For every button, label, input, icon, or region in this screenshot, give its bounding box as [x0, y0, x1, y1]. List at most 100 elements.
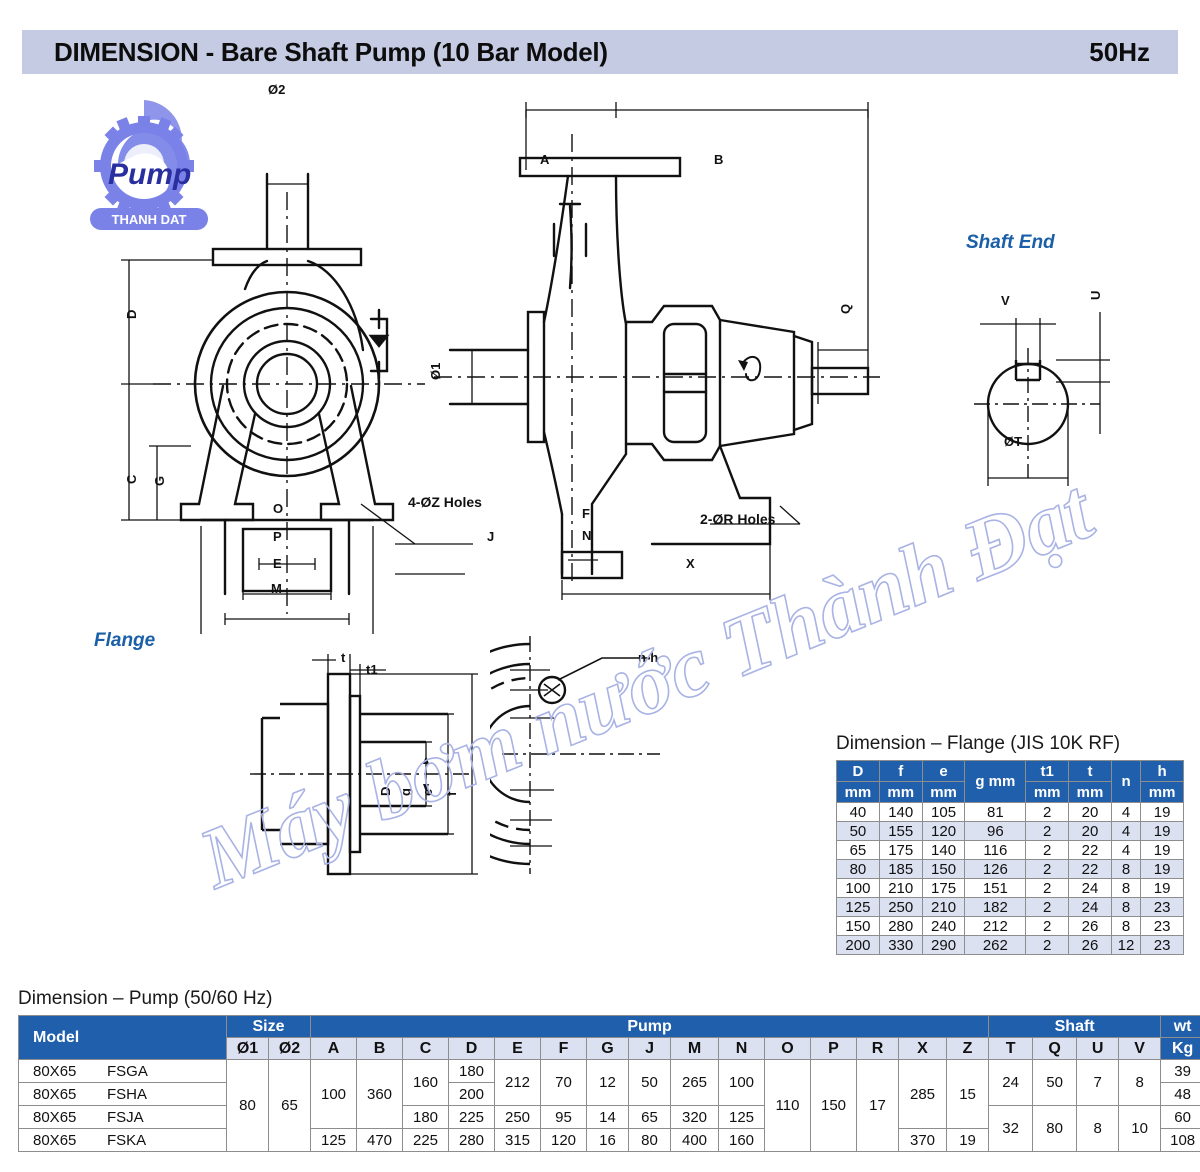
flange-cell-t: 26 — [1068, 935, 1112, 955]
cell-D-r2: 200 — [448, 1082, 496, 1106]
label-flange-f: f — [444, 791, 459, 796]
cell-d2: 65 — [267, 1059, 312, 1152]
flange-cell-D: 50 — [836, 821, 880, 841]
pump-model-size-3: 80X65 — [33, 1108, 77, 1126]
pump-dimension-block: Dimension – Pump (50/60 Hz) Model Size P… — [18, 988, 1200, 1152]
flange-cell-h: 19 — [1140, 859, 1184, 879]
cell-U-r12: 7 — [1076, 1059, 1120, 1106]
flange-cell-g-mm: 96 — [964, 821, 1027, 841]
flange-header-row-name: D f e g mm t1 t n h — [836, 760, 1184, 803]
label-E: E — [273, 556, 282, 571]
cell-D-r3: 225 — [448, 1105, 496, 1129]
label-Q: Q — [838, 303, 853, 314]
label-U: U — [1088, 290, 1103, 300]
logo-graphic: THANH DAT Pump — [90, 100, 208, 230]
cell-E-r12: 212 — [494, 1059, 542, 1106]
pump-group-header-row: Model Size Pump Shaft wt — [18, 1015, 1200, 1060]
flange-title: Flange — [94, 630, 156, 651]
label-D: D — [124, 309, 139, 319]
flange-cell-e: 150 — [921, 859, 966, 879]
flange-cell-e: 140 — [921, 840, 966, 860]
pump-model-code-1: FSGA — [107, 1062, 148, 1080]
cell-D-r4: 280 — [448, 1128, 496, 1152]
label-C: C — [124, 474, 139, 484]
flange-cell-g-mm: 212 — [964, 916, 1027, 936]
flange-cell-t: 26 — [1068, 916, 1112, 936]
pump-col-A: A — [310, 1037, 358, 1060]
cell-R: 17 — [856, 1059, 900, 1152]
cell-J-r3: 65 — [628, 1105, 672, 1129]
flange-cell-h: 19 — [1140, 840, 1184, 860]
flange-cell-t: 22 — [1068, 859, 1112, 879]
flange-cell-h: 19 — [1140, 821, 1184, 841]
cell-U-r34: 8 — [1076, 1105, 1120, 1152]
flange-col-n: n — [1110, 760, 1142, 803]
pump-group-wt: wt — [1160, 1015, 1200, 1038]
flange-cell-h: 23 — [1140, 897, 1184, 917]
flange-section-drawing — [250, 654, 478, 876]
flange-cell-f: 280 — [878, 916, 923, 936]
flange-cell-D: 40 — [836, 802, 880, 822]
flange-cell-f: 175 — [878, 840, 923, 860]
pump-col-N: N — [718, 1037, 766, 1060]
pump-group-size: Size — [225, 1015, 312, 1038]
flange-cell-t1: 2 — [1025, 840, 1070, 860]
label-phiT: ØT — [1004, 434, 1023, 449]
label-F: F — [582, 506, 590, 521]
cell-E-r3: 250 — [494, 1105, 542, 1129]
cell-A-r4: 125 — [310, 1128, 358, 1152]
pump-model-size-4: 80X65 — [33, 1131, 77, 1149]
cell-X-r4: 370 — [898, 1128, 948, 1152]
flange-cell-t1: 2 — [1025, 821, 1070, 841]
label-phi1: Ø1 — [428, 362, 443, 380]
cell-D-r1: 180 — [448, 1059, 496, 1083]
label-J: J — [487, 529, 495, 544]
cell-wt-r1: 39 — [1160, 1059, 1200, 1083]
pump-group-shaft: Shaft — [988, 1015, 1162, 1038]
front-view-drawing — [121, 172, 473, 634]
pump-model-code-2: FSHA — [107, 1085, 148, 1103]
flange-cell-n: 8 — [1110, 878, 1142, 898]
flange-col-t: t — [1068, 760, 1112, 782]
cell-Q-r12: 50 — [1032, 1059, 1078, 1106]
cell-E-r4: 315 — [494, 1128, 542, 1152]
cell-wt-r2: 48 — [1160, 1082, 1200, 1106]
cell-B-r4: 470 — [356, 1128, 404, 1152]
label-flange-e: e — [420, 788, 435, 796]
flange-cell-t1: 2 — [1025, 802, 1070, 822]
flange-unit-t: mm — [1068, 781, 1112, 803]
flange-cell-h: 23 — [1140, 935, 1184, 955]
cell-B-r12: 360 — [356, 1059, 404, 1129]
pump-table-caption: Dimension – Pump (50/60 Hz) — [18, 988, 273, 1009]
pump-col-Z: Z — [946, 1037, 990, 1060]
pump-col-Q: Q — [1032, 1037, 1078, 1060]
flange-unit-e: mm — [921, 781, 966, 803]
label-G: G — [152, 475, 167, 486]
pump-col-J: J — [628, 1037, 672, 1060]
flange-cell-D: 200 — [836, 935, 880, 955]
flange-cell-n: 4 — [1110, 821, 1142, 841]
label-A: A — [540, 152, 550, 167]
cell-F-r4: 120 — [540, 1128, 588, 1152]
cell-O: 110 — [764, 1059, 812, 1152]
pump-col-d2: Ø2 — [267, 1037, 312, 1060]
pump-col-F: F — [540, 1037, 588, 1060]
flange-cell-D: 150 — [836, 916, 880, 936]
pump-col-Dd: D — [448, 1037, 496, 1060]
cell-M-r3: 320 — [670, 1105, 720, 1129]
frequency-label: 50Hz — [1089, 36, 1150, 67]
label-P: P — [273, 529, 282, 544]
pump-col-model: Model — [18, 1015, 227, 1060]
flange-cell-e: 120 — [921, 821, 966, 841]
flange-cell-e: 290 — [921, 935, 966, 955]
